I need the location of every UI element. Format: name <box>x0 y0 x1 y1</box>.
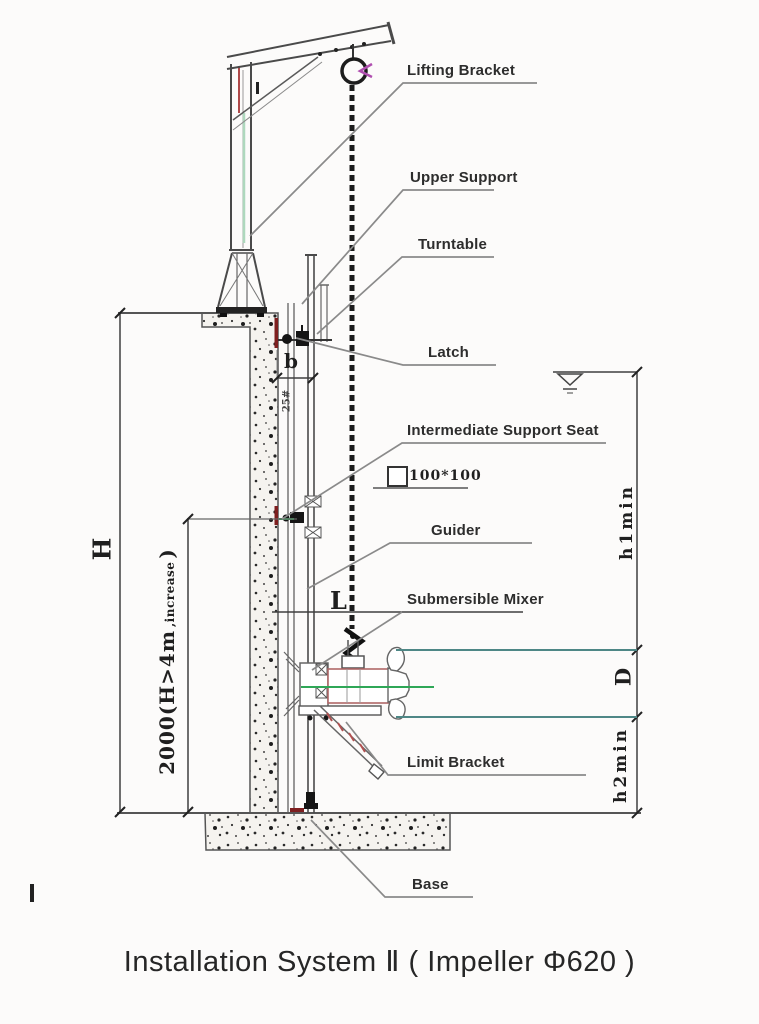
callout-limit-bracket: Limit Bracket <box>407 754 505 771</box>
concrete-floor <box>117 812 641 851</box>
submersible-mixer-drawing <box>283 640 410 780</box>
callout-base: Base <box>412 876 449 893</box>
dim-pit-depth-sub: ,increase <box>163 561 177 627</box>
water-level-icon <box>556 373 584 394</box>
dim-label-H: H <box>87 537 117 561</box>
dim-label-h2min: h2min <box>611 727 631 803</box>
dim-pit-depth-close: ) <box>155 549 179 559</box>
guide-rails <box>278 254 332 813</box>
dim-label-L: L <box>330 586 347 615</box>
dim-label-b: b <box>284 349 298 373</box>
callout-upper-support: Upper Support <box>410 169 518 186</box>
callout-lifting-bracket: Lifting Bracket <box>407 62 516 79</box>
dim-label-pit-depth: 2000(H>4m ,increase ) <box>155 549 179 775</box>
callout-submersible-mixer: Submersible Mixer <box>407 591 544 608</box>
dim-label-wall-mark: 25# <box>281 389 293 413</box>
callout-latch: Latch <box>428 344 470 361</box>
callout-turntable: Turntable <box>418 236 488 253</box>
dim-label-h1min: h1min <box>617 484 637 560</box>
figure-title: Installation System Ⅱ ( Impeller Φ620 ) <box>123 946 636 978</box>
jib-crane <box>118 21 396 317</box>
callout-guider: Guider <box>431 522 481 539</box>
dimension-lines <box>114 307 643 819</box>
dim-pit-depth-main: 2000(H>4m <box>155 630 179 775</box>
lifting-chain <box>342 85 366 667</box>
dim-label-rail-section: 100*100 <box>409 468 482 484</box>
callout-leaders <box>249 82 606 898</box>
callout-intermediate-support-seat: Intermediate Support Seat <box>407 422 599 439</box>
dim-label-D: D <box>610 667 636 687</box>
section-marks <box>30 884 34 902</box>
concrete-wall <box>201 312 279 814</box>
